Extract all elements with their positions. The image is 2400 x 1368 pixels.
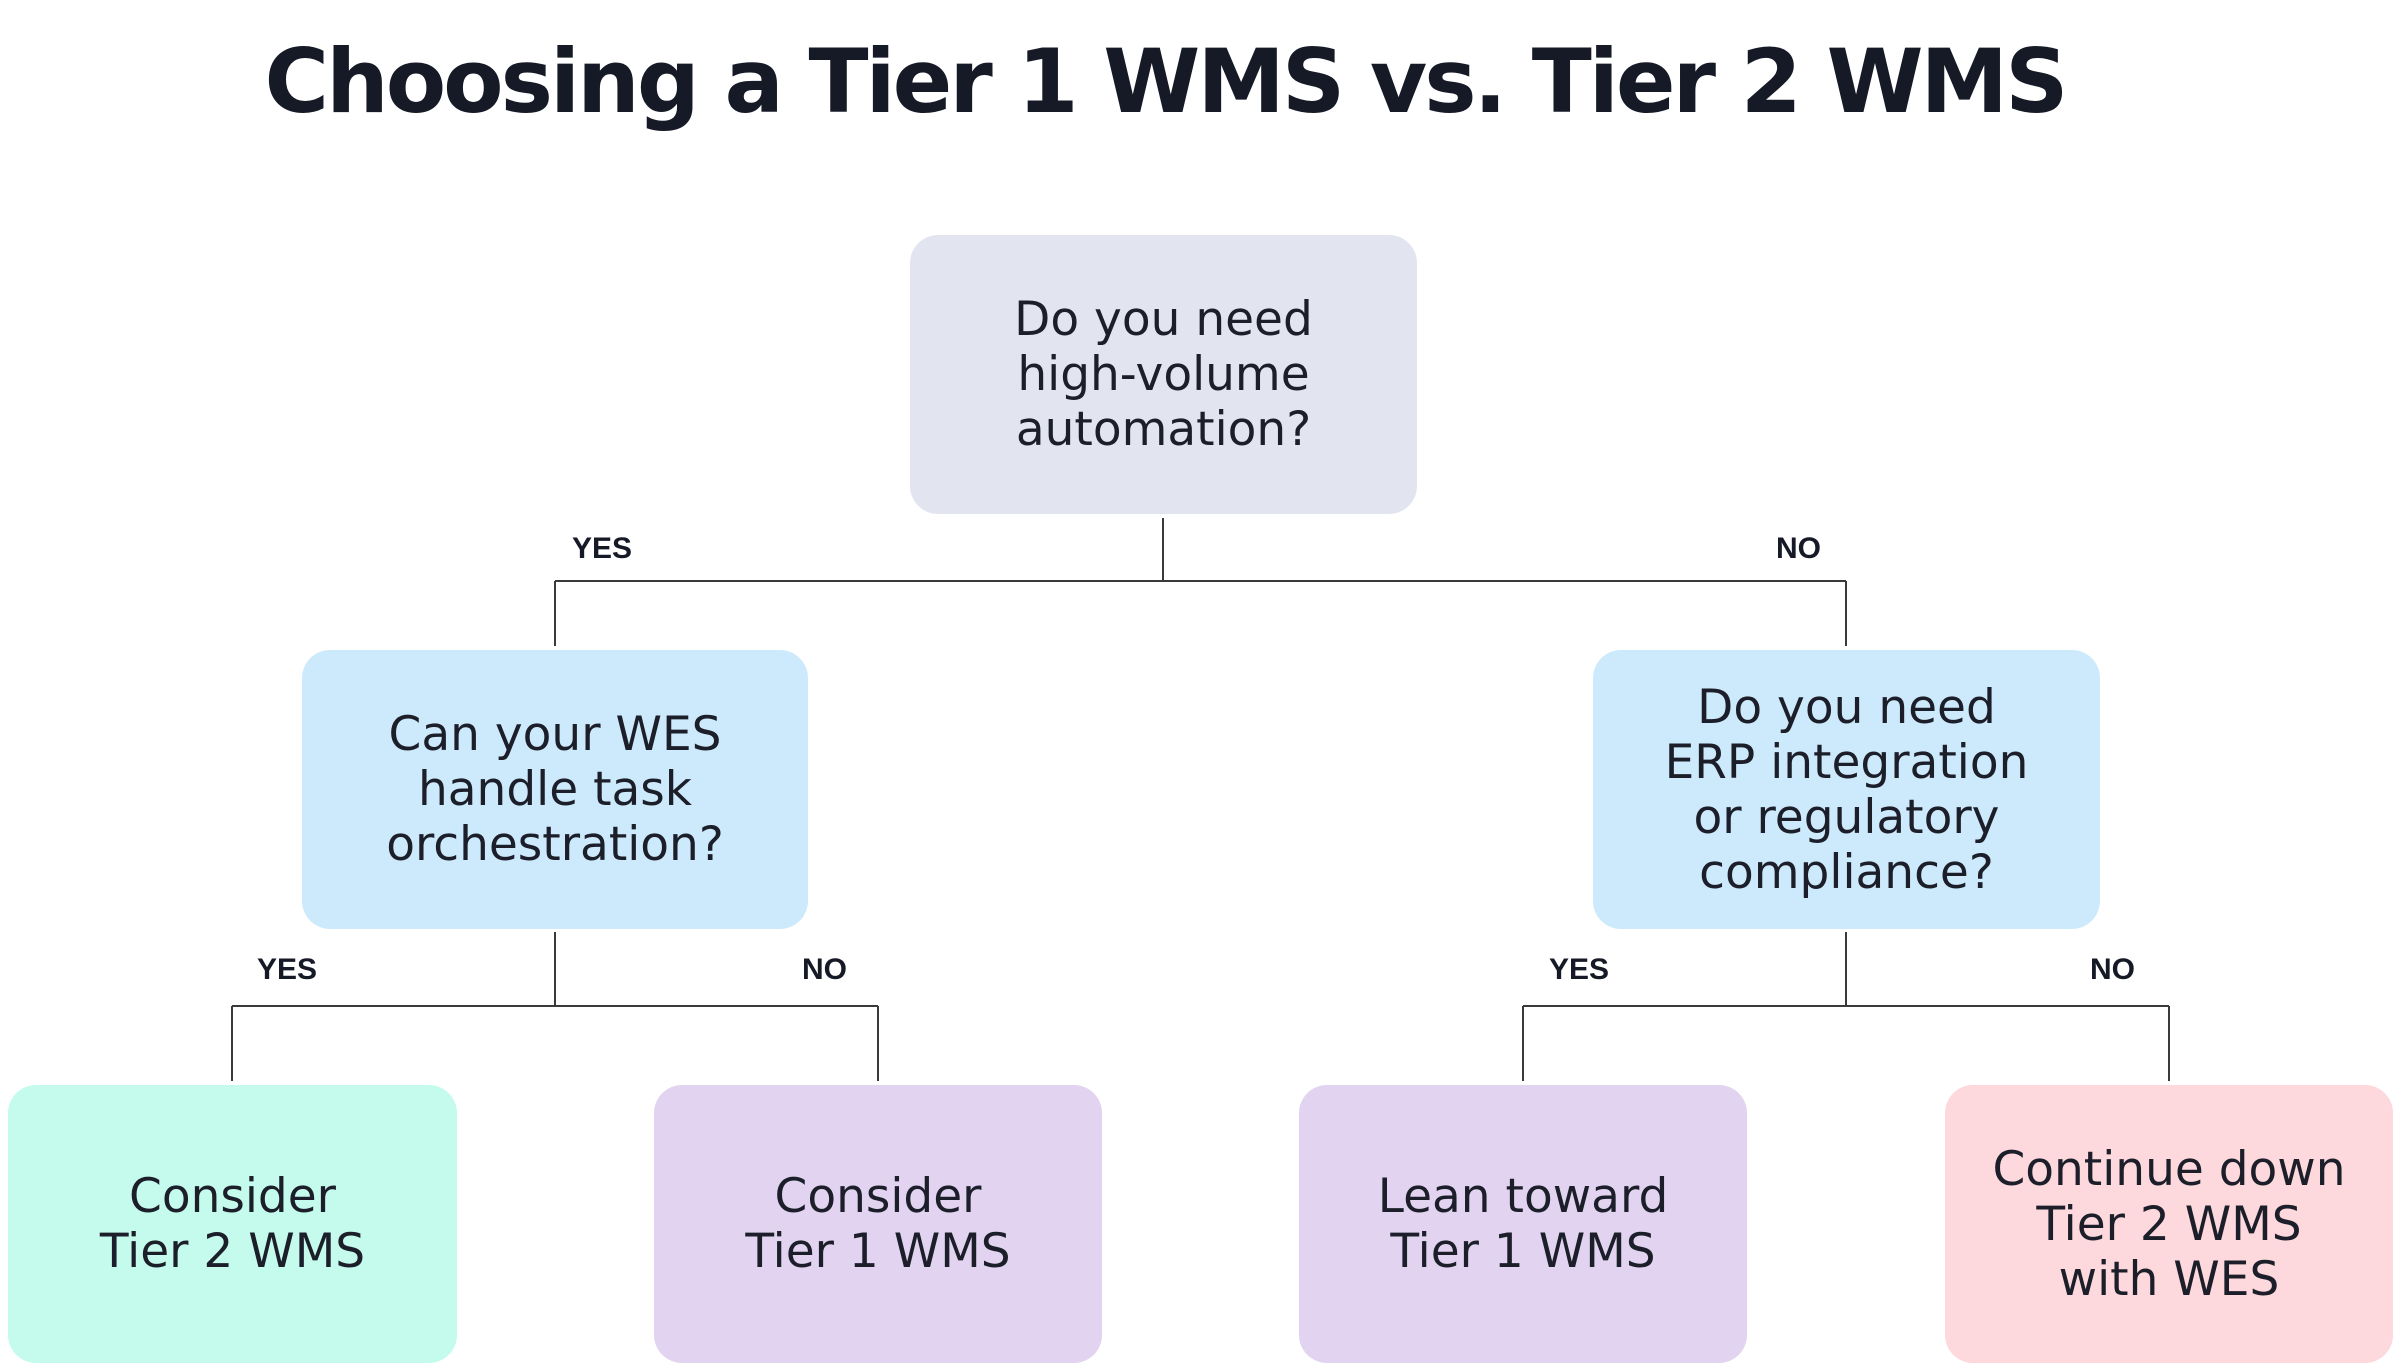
leaf-consider-tier1: Consider Tier 1 WMS xyxy=(654,1085,1102,1363)
leaf-lean-toward-tier1: Lean toward Tier 1 WMS xyxy=(1299,1085,1747,1363)
node-erp-compliance-question: Do you need ERP integration or regulator… xyxy=(1593,650,2100,929)
branch-label-root-no: NO xyxy=(1776,532,1821,565)
branch-label-left-yes: YES xyxy=(257,953,318,986)
leaf-consider-tier1-text: Consider Tier 1 WMS xyxy=(745,1169,1011,1279)
node-wes-orchestration-question-text: Can your WES handle task orchestration? xyxy=(386,707,724,872)
leaf-consider-tier2: Consider Tier 2 WMS xyxy=(8,1085,457,1363)
branch-label-right-yes: YES xyxy=(1549,953,1610,986)
node-root-question: Do you need high-volume automation? xyxy=(910,235,1417,514)
node-erp-compliance-question-text: Do you need ERP integration or regulator… xyxy=(1664,679,2029,900)
branch-label-left-no: NO xyxy=(802,953,847,986)
diagram-title: Choosing a Tier 1 WMS vs. Tier 2 WMS xyxy=(264,30,2068,133)
leaf-consider-tier2-text: Consider Tier 2 WMS xyxy=(99,1169,366,1279)
branch-label-right-no: NO xyxy=(2090,953,2135,986)
branch-label-root-yes: YES xyxy=(572,532,633,565)
leaf-continue-tier2-with-wes: Continue down Tier 2 WMS with WES xyxy=(1945,1085,2393,1363)
node-root-question-text: Do you need high-volume automation? xyxy=(1014,292,1313,457)
node-wes-orchestration-question: Can your WES handle task orchestration? xyxy=(302,650,808,929)
leaf-continue-tier2-with-wes-text: Continue down Tier 2 WMS with WES xyxy=(1992,1141,2346,1307)
leaf-lean-toward-tier1-text: Lean toward Tier 1 WMS xyxy=(1377,1169,1669,1279)
